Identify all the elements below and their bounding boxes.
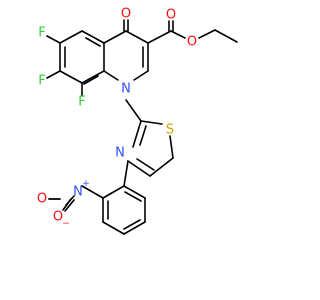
bond: [214, 29, 238, 43]
bond: [132, 120, 142, 148]
positive-charge: +: [82, 179, 90, 189]
bond: [123, 185, 146, 199]
bond: [125, 30, 149, 44]
bond: [127, 160, 151, 177]
bond: [147, 30, 172, 44]
atom-fluorine-label: F: [38, 74, 45, 89]
atom-fluorine-label: F: [38, 26, 45, 41]
bond: [46, 35, 61, 44]
atom-nitrogen-label: N: [115, 146, 125, 161]
bond: [81, 185, 104, 199]
atom-nitrogen-label: N: [73, 185, 83, 200]
bond: [139, 125, 147, 146]
bond: [123, 160, 129, 187]
bond: [102, 185, 125, 199]
bond: [149, 157, 174, 177]
bond: [133, 70, 149, 81]
bond: [140, 120, 163, 125]
atom-fluorine-label: F: [78, 95, 85, 110]
atom-labels: F F F O O O N N S N + O − O: [37, 7, 197, 230]
atom-sulfur-label: S: [166, 123, 174, 138]
bonds: [46, 19, 238, 235]
bond: [85, 37, 101, 47]
bond: [64, 199, 75, 212]
bond: [46, 70, 61, 79]
bond: [125, 99, 142, 122]
bond: [124, 191, 142, 202]
bond: [169, 135, 174, 159]
atom-oxygen-label: O: [37, 192, 47, 207]
atom-oxygen-label: O: [166, 8, 176, 23]
atom-oxygen-label: O: [53, 210, 63, 225]
atom-nitrogen-label: N: [121, 82, 131, 97]
molecule-structure-diagram: F F F O O O N N S N + O − O: [37, 7, 238, 235]
atom-oxygen-label: O: [187, 35, 197, 50]
bond: [81, 70, 105, 84]
bond: [83, 75, 99, 85]
bond: [59, 70, 83, 84]
bond: [136, 158, 155, 171]
bond: [81, 30, 105, 44]
molecule-svg: F F F O O O N N S N + O − O: [37, 7, 238, 235]
bond: [170, 30, 186, 39]
bond: [65, 195, 75, 206]
bond: [103, 30, 127, 44]
bond: [123, 219, 141, 230]
negative-charge: −: [62, 219, 70, 229]
bond: [103, 70, 119, 81]
bond: [123, 221, 146, 235]
bond: [59, 30, 83, 44]
bond: [198, 29, 216, 39]
atom-oxygen-label: O: [121, 7, 131, 22]
bond: [102, 221, 125, 235]
